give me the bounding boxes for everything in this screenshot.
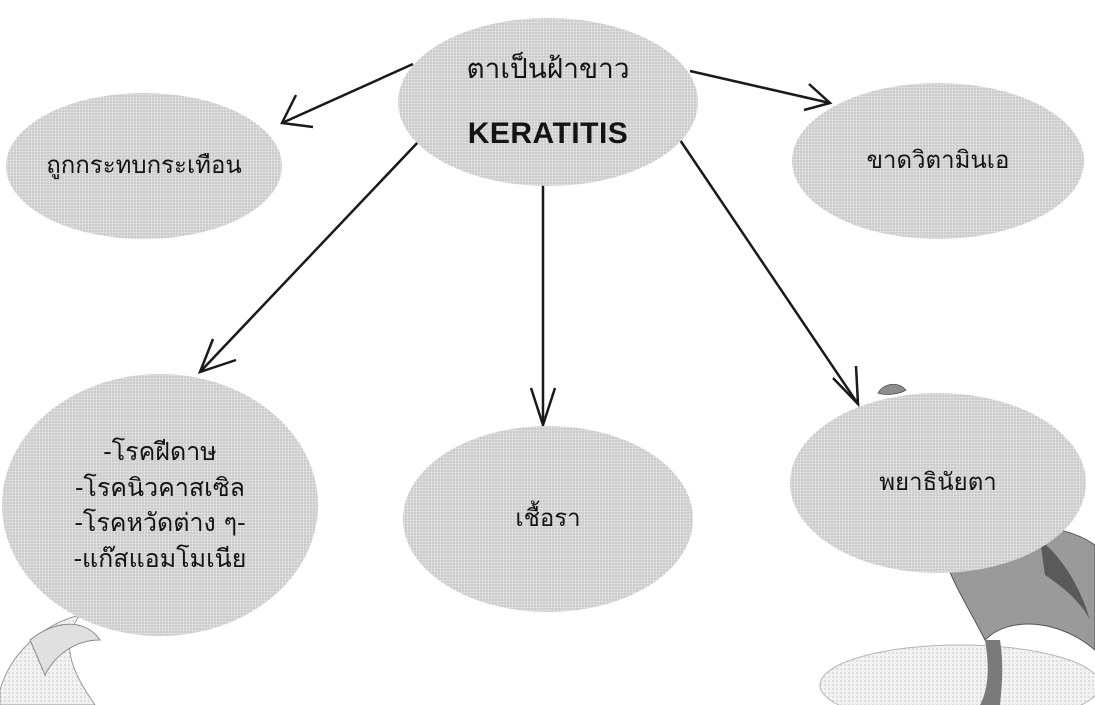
cause-label-trauma: ถูกกระทบกระเทือน xyxy=(46,151,242,180)
goose-illustration xyxy=(0,614,101,705)
cause-node-fungus: เชื้อรา xyxy=(403,426,693,612)
arrow-to-parasite-head xyxy=(832,365,860,408)
center-node: ตาเป็นฝ้าขาว KERATITIS xyxy=(398,18,698,186)
arrow-to-vitamin-a-head xyxy=(803,83,833,112)
arrow-to-diseases-line xyxy=(199,139,421,373)
arrow-to-trauma-line xyxy=(281,62,414,125)
cause-node-diseases: -โรคฝีดาษ -โรคนิวคาสเซิล -โรคหวัดต่าง ๆ-… xyxy=(2,374,318,636)
center-english-title: KERATITIS xyxy=(467,116,629,150)
disease-item: -โรคฝีดาษ xyxy=(103,437,217,466)
arrow-to-parasite-line xyxy=(678,139,860,405)
cause-label-parasite: พยาธินัยตา xyxy=(879,468,997,497)
disease-item: -แก๊สแอมโมเนีย xyxy=(73,543,247,573)
cause-node-vitamin-a: ขาดวิตามินเอ xyxy=(792,83,1084,239)
arrow-to-parasite xyxy=(678,139,860,408)
arrow-to-vitamin-a xyxy=(689,69,833,112)
cause-label-vitamin-a: ขาดวิตามินเอ xyxy=(866,146,1010,175)
arrow-to-vitamin-a-line xyxy=(689,69,831,105)
arrow-to-diseases-head xyxy=(197,338,237,375)
arrow-to-trauma-head xyxy=(280,94,314,129)
cause-label-fungus: เชื้อรา xyxy=(515,504,581,533)
rooster-illustration xyxy=(819,383,1095,705)
disease-item: -โรคหวัดต่าง ๆ- xyxy=(74,508,246,537)
arrow-to-diseases xyxy=(197,139,421,375)
arrow-to-fungus xyxy=(529,182,557,430)
arrow-to-trauma xyxy=(280,62,414,129)
cause-node-trauma: ถูกกระทบกระเทือน xyxy=(6,93,282,239)
disease-item: -โรคนิวคาสเซิล xyxy=(74,472,245,502)
arrow-to-fungus-head xyxy=(529,387,557,430)
cause-node-parasite: พยาธินัยตา xyxy=(790,393,1086,573)
center-title: ตาเป็นฝ้าขาว xyxy=(466,52,630,86)
